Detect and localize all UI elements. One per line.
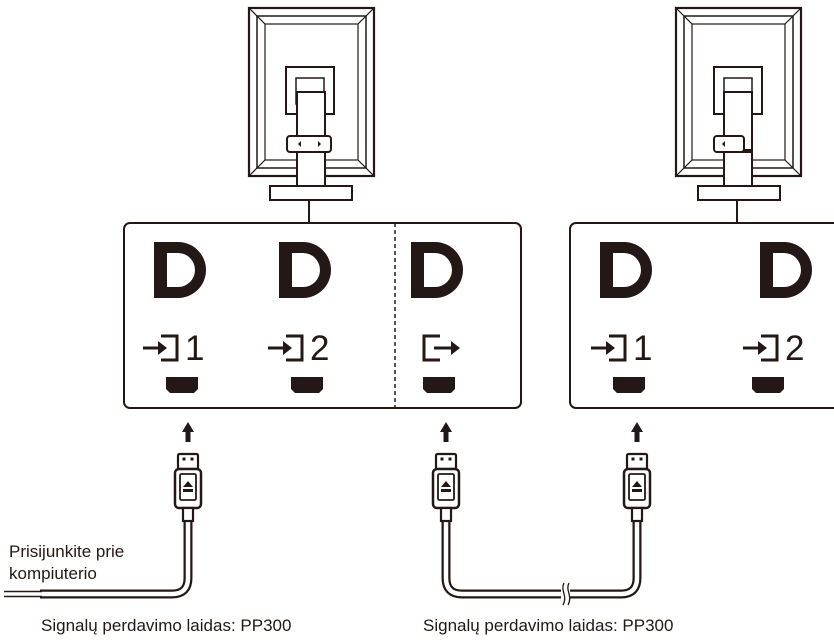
displayport-port [166, 377, 198, 393]
port-number: 1 [185, 329, 204, 368]
connect-label-line2: kompiuterio [9, 564, 97, 583]
monitor-2: 1 2 [569, 6, 834, 409]
displayport-plug-icon [173, 420, 203, 523]
port-number: 2 [785, 329, 804, 368]
port-number: 2 [310, 329, 329, 368]
cable-2 [431, 420, 652, 606]
displayport-plug-icon [622, 420, 652, 523]
displayport-port [423, 377, 455, 393]
monitor-2-stand [697, 66, 781, 201]
monitor-2-port-panel: 1 2 [569, 222, 834, 409]
monitor-1-port-panel: 1 2 [123, 222, 522, 409]
monitor-1-stand [269, 66, 353, 201]
displayport-port [752, 377, 784, 393]
displayport-port [291, 377, 323, 393]
monitor-1: 1 2 [123, 6, 522, 409]
cable-break-icon [561, 582, 571, 606]
displayport-port [613, 377, 645, 393]
cable-2-label: Signalų perdavimo laidas: PP300 [423, 616, 673, 635]
cable-1 [4, 420, 203, 599]
port-number: 1 [633, 329, 652, 368]
cable-1-label: Signalų perdavimo laidas: PP300 [41, 616, 291, 635]
displayport-plug-icon [431, 420, 461, 523]
connect-label-line1: Prisijunkite prie [9, 542, 124, 561]
